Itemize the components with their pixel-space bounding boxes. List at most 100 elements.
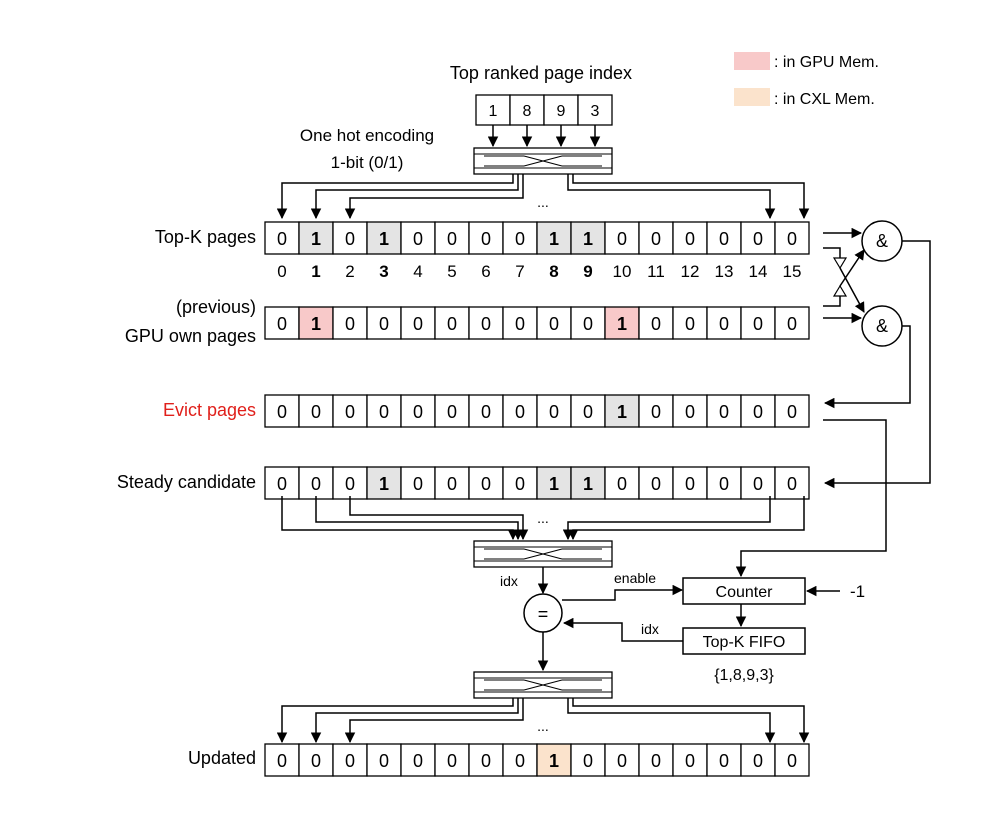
bit-value: 0 (277, 751, 287, 771)
legend: : in GPU Mem. : in CXL Mem. (734, 52, 879, 108)
bit-cell (332, 394, 368, 428)
bit-cell (298, 394, 334, 428)
bit-value: 0 (719, 229, 729, 249)
page-index-label: 8 (549, 262, 558, 281)
bit-cell (434, 306, 470, 340)
bit-cell (366, 221, 402, 255)
bit-value: 0 (787, 751, 797, 771)
and-gate-symbol: & (876, 231, 888, 251)
bit-value: 0 (685, 751, 695, 771)
bit-value: 0 (753, 402, 763, 422)
bit-value: 0 (583, 402, 593, 422)
bit-cell (366, 306, 402, 340)
bit-value: 0 (617, 229, 627, 249)
bit-value: 0 (515, 402, 525, 422)
bit-cell (740, 743, 776, 777)
page-index-label: 4 (413, 262, 422, 281)
bit-value: 0 (481, 229, 491, 249)
bit-value: 0 (413, 474, 423, 494)
one-hot-decoder-top (473, 147, 613, 175)
bit-value: 0 (311, 751, 321, 771)
bit-value: 0 (413, 402, 423, 422)
bit-value: 0 (481, 402, 491, 422)
bit-value: 0 (787, 314, 797, 334)
bit-cell (502, 466, 538, 500)
bit-cell (570, 466, 606, 500)
bit-cell (570, 394, 606, 428)
bit-value: 0 (685, 229, 695, 249)
bit-value: 0 (413, 751, 423, 771)
bit-cell (774, 466, 810, 500)
bit-value: 0 (345, 751, 355, 771)
bit-cell (298, 221, 334, 255)
bit-value: 0 (481, 751, 491, 771)
bit-cell (672, 466, 708, 500)
ellipsis: ... (537, 718, 549, 734)
bit-value: 0 (447, 402, 457, 422)
bit-cell (400, 466, 436, 500)
bit-cell (366, 466, 402, 500)
bit-value: 1 (617, 402, 627, 422)
bit-value: 0 (787, 474, 797, 494)
bit-value: 0 (379, 314, 389, 334)
bit-value: 0 (719, 474, 729, 494)
bit-cell (536, 306, 572, 340)
bit-cell (604, 221, 640, 255)
topk-fifo-box (682, 627, 806, 655)
bit-value: 0 (277, 229, 287, 249)
row-label-evict: Evict pages (163, 400, 256, 420)
bit-value: 0 (447, 229, 457, 249)
page-index-label: 9 (583, 262, 592, 281)
bit-cell (672, 394, 708, 428)
page-index-label: 2 (345, 262, 354, 281)
enable-label: enable (614, 570, 656, 586)
bit-value: 0 (787, 402, 797, 422)
row-label-steady: Steady candidate (117, 472, 256, 492)
bit-cell (536, 394, 572, 428)
bit-value: 0 (617, 751, 627, 771)
bit-cell (366, 743, 402, 777)
bit-value: 0 (617, 474, 627, 494)
bit-cell (400, 221, 436, 255)
bit-cell (434, 394, 470, 428)
bit-cell (774, 394, 810, 428)
bit-value: 0 (719, 751, 729, 771)
bit-value: 1 (379, 229, 389, 249)
bit-cell (638, 743, 674, 777)
one-hot-decoder-bottom (473, 671, 613, 699)
page-index-label: 0 (277, 262, 286, 281)
bit-value: 0 (481, 314, 491, 334)
page-index-label: 1 (311, 262, 320, 281)
bit-value: 0 (651, 314, 661, 334)
bit-cell (434, 743, 470, 777)
bit-value: 0 (447, 474, 457, 494)
bit-cell (604, 466, 640, 500)
bit-value: 0 (753, 314, 763, 334)
bit-value: 0 (787, 229, 797, 249)
bit-cell (672, 306, 708, 340)
top-index-value: 8 (523, 103, 532, 120)
bit-cell (332, 743, 368, 777)
fifo-label: Top-K FIFO (703, 634, 786, 651)
bit-value: 0 (413, 314, 423, 334)
fifo-content: {1,8,9,3} (714, 667, 774, 684)
bit-value: 0 (379, 751, 389, 771)
legend-swatch-gpu (734, 52, 770, 70)
ellipsis: ... (537, 510, 549, 526)
bit-cell (774, 743, 810, 777)
bit-value: 1 (549, 751, 559, 771)
page-index-label: 10 (613, 262, 632, 281)
bit-cell (672, 221, 708, 255)
page-index-label: 14 (749, 262, 768, 281)
equality-symbol: = (538, 604, 549, 624)
title: Top ranked page index (450, 63, 632, 83)
bit-value: 0 (651, 402, 661, 422)
idx-label: idx (500, 573, 518, 589)
bit-value: 1 (311, 314, 321, 334)
row-label-gpu: GPU own pages (125, 326, 256, 346)
bit-value: 0 (515, 751, 525, 771)
bit-cell (434, 466, 470, 500)
